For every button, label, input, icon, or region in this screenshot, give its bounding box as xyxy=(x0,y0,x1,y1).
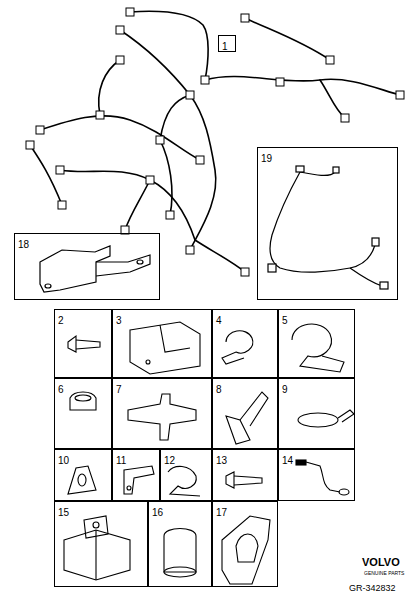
callout-box: 10 xyxy=(54,449,112,501)
callout-number: 8 xyxy=(213,383,225,396)
connector-block xyxy=(186,91,194,99)
callout-number: 17 xyxy=(213,506,230,519)
callout-box: 7 xyxy=(112,378,212,449)
callout-number: 11 xyxy=(113,454,129,467)
callout-number: 15 xyxy=(55,506,72,519)
callout-number: 9 xyxy=(279,383,291,396)
connector-block xyxy=(56,166,64,174)
cable-19 xyxy=(268,166,388,289)
connector-block xyxy=(396,91,404,99)
callout-box: 11 xyxy=(112,449,160,501)
callout-box: 4 xyxy=(212,309,278,378)
connector-block xyxy=(116,26,124,34)
callout-number: 6 xyxy=(55,383,67,396)
connector-block xyxy=(276,78,284,86)
callout-box: 18 xyxy=(14,233,160,300)
callout-number: 3 xyxy=(113,314,125,327)
cell-parts xyxy=(64,322,354,584)
connector-block xyxy=(186,246,194,254)
callout-number: 4 xyxy=(213,314,225,327)
connector-block xyxy=(116,56,124,64)
drawing-number: GR-342832 xyxy=(349,584,396,593)
connector-block xyxy=(58,201,66,209)
callout-number: 5 xyxy=(279,314,291,327)
callout-box: 3 xyxy=(112,309,212,378)
callout-number: 18 xyxy=(15,238,32,251)
connector-block xyxy=(196,156,204,164)
callout-number: 19 xyxy=(258,152,275,165)
connector-block xyxy=(241,268,249,276)
callout-box: 19 xyxy=(257,147,398,300)
callout-number: 2 xyxy=(55,314,67,327)
callout-number: 1 xyxy=(219,40,231,53)
brand-logo: VOLVO xyxy=(362,557,400,568)
callout-box: 9 xyxy=(278,378,355,449)
brand-tagline: GENUINE PARTS xyxy=(364,571,404,576)
callout-box: 1 xyxy=(218,35,236,52)
callout-box: 13 xyxy=(212,449,278,501)
connector-block xyxy=(166,211,174,219)
connector-block xyxy=(146,176,154,184)
bracket-18 xyxy=(40,246,150,292)
callout-box: 12 xyxy=(160,449,212,501)
connector-block xyxy=(201,76,209,84)
connector-block xyxy=(326,56,334,64)
callout-number: 12 xyxy=(161,454,178,467)
callout-box: 6 xyxy=(54,378,112,449)
callout-box: 15 xyxy=(54,501,148,587)
connector-block xyxy=(156,136,164,144)
callout-box: 8 xyxy=(212,378,278,449)
connector-block xyxy=(341,114,349,122)
callout-number: 10 xyxy=(55,454,72,467)
connector-block xyxy=(36,126,44,134)
callout-number: 16 xyxy=(149,506,166,519)
callout-number: 13 xyxy=(213,454,230,467)
callout-box: 16 xyxy=(148,501,212,587)
connector-block xyxy=(26,141,34,149)
callout-number: 7 xyxy=(113,383,125,396)
connector-block xyxy=(126,8,134,16)
callout-box: 5 xyxy=(278,309,355,378)
callout-number: 14 xyxy=(279,454,296,467)
harness-connectors xyxy=(26,8,404,276)
connector-block xyxy=(241,14,249,22)
connector-block xyxy=(96,111,104,119)
callout-box: 2 xyxy=(54,309,112,378)
callout-box: 17 xyxy=(212,501,278,587)
callout-box: 14 xyxy=(278,449,355,501)
